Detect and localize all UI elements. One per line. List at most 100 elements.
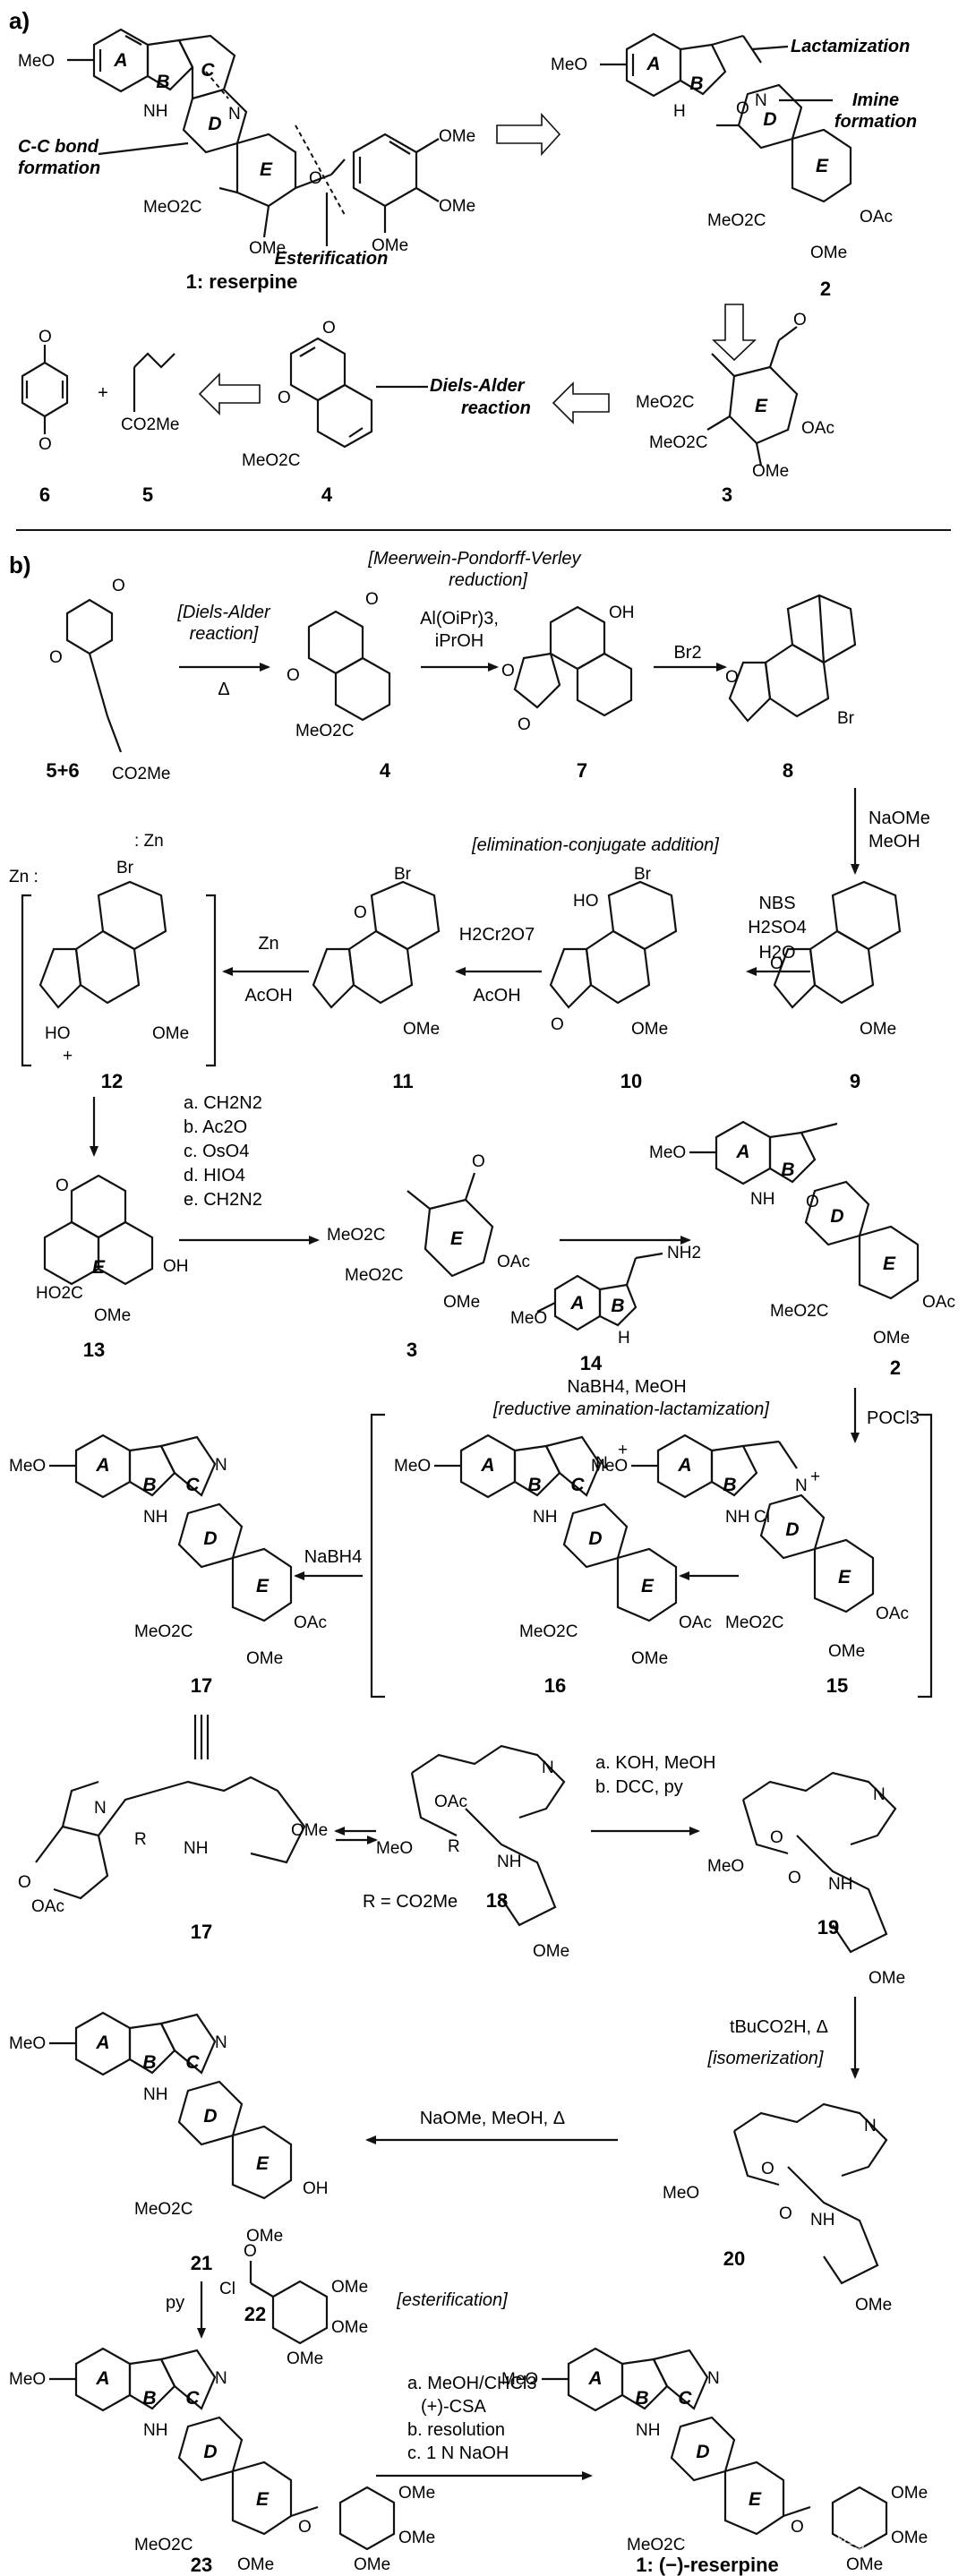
reagent-nbs-2: H2SO4 bbox=[748, 918, 807, 937]
atom-br-8: Br bbox=[837, 709, 855, 728]
compound-4-structure bbox=[289, 337, 373, 449]
atom-ho2c-13: HO2C bbox=[36, 1284, 83, 1303]
compound-10-structure bbox=[549, 880, 678, 1009]
reagent-py: py bbox=[166, 2293, 184, 2313]
reagent-final-c: c. 1 N NaOH bbox=[407, 2443, 509, 2463]
ring-c-17: C bbox=[185, 1475, 200, 1495]
atom-n-15: N bbox=[795, 1476, 808, 1495]
note-red-amin: [reductive amination-lactamization] bbox=[492, 1399, 769, 1419]
ring-d-2b: D bbox=[830, 1206, 843, 1227]
atom-ome-23c: OMe bbox=[354, 2555, 390, 2574]
compound-56: 5+6 bbox=[46, 759, 79, 782]
atom-ome-22c: OMe bbox=[287, 2349, 323, 2368]
compound-23-structure bbox=[49, 2347, 396, 2551]
compound-17b-structure bbox=[35, 1776, 306, 1900]
atom-o: O bbox=[309, 169, 322, 188]
plus-sign: + bbox=[98, 383, 108, 403]
atom-ome-19: OMe bbox=[869, 1969, 905, 1988]
atom-n-20: N bbox=[864, 2117, 877, 2135]
atom-r-17b: R bbox=[134, 1830, 147, 1849]
note-diels-alder-2: reaction] bbox=[190, 624, 259, 644]
hl-lactamization: Lactamization bbox=[791, 37, 910, 56]
atom-o2-19: O bbox=[788, 1869, 801, 1887]
retro-arrow-4 bbox=[198, 372, 261, 415]
compound-3: 3 bbox=[722, 484, 732, 506]
atom-oac-3b: OAc bbox=[497, 1253, 530, 1271]
atom-ome-final-c: OMe bbox=[846, 2555, 883, 2574]
compound-12-structure bbox=[21, 880, 217, 1067]
atom-ome-16: OMe bbox=[631, 1649, 668, 1668]
atom-ome-22b: OMe bbox=[331, 2318, 368, 2337]
compound-17-structure bbox=[49, 1433, 293, 1622]
atom-o-final: O bbox=[791, 2518, 804, 2537]
compound-9-structure bbox=[773, 880, 902, 1009]
atom-nh: NH bbox=[143, 102, 167, 121]
atom-nh-16: NH bbox=[533, 1508, 557, 1527]
ring-a-23: A bbox=[95, 2368, 109, 2389]
watermark: 知乎 @Phosphates bbox=[680, 2531, 865, 2555]
atom-n-16: N bbox=[595, 1454, 608, 1473]
final-reserpine-structure bbox=[542, 2347, 888, 2551]
atom-nh-17b: NH bbox=[184, 1839, 208, 1858]
compound-1: 1: reserpine bbox=[186, 270, 298, 293]
atom-o-2: O bbox=[736, 99, 749, 118]
atom-oac-17: OAc bbox=[294, 1613, 327, 1632]
atom-oac-17b: OAc bbox=[31, 1897, 64, 1916]
atom-o2-20: O bbox=[779, 2204, 792, 2223]
compound-23: 23 bbox=[191, 2554, 212, 2576]
reagent-alo-2: iPrOH bbox=[435, 631, 484, 651]
atom-ho-12: HO bbox=[45, 1024, 71, 1043]
atom-o-6: O bbox=[39, 328, 52, 347]
atom-o-13: O bbox=[518, 715, 531, 734]
note-esterification: [esterification] bbox=[396, 2290, 508, 2310]
reagent-zn-1: Zn bbox=[258, 934, 278, 954]
reagent-nabh4-meoh: NaBH4, MeOH bbox=[567, 1377, 686, 1397]
atom-h-14: H bbox=[618, 1329, 630, 1348]
atom-meo-2: MeO bbox=[551, 56, 587, 74]
atom-ome-17b: OMe bbox=[291, 1821, 328, 1840]
atom-meo2c-16: MeO2C bbox=[519, 1622, 578, 1641]
atom-meo-17: MeO bbox=[9, 1457, 46, 1476]
atom-o-14: O bbox=[725, 668, 739, 687]
ring-d: D bbox=[208, 114, 221, 134]
ring-b-16: B bbox=[527, 1475, 541, 1495]
compound-16: 16 bbox=[544, 1674, 566, 1697]
atom-ome-10: OMe bbox=[631, 1020, 668, 1039]
atom-meo2c-5: MeO2C bbox=[242, 451, 300, 470]
reagent-nabh4: NaBH4 bbox=[304, 1547, 362, 1567]
ring-e-3: E bbox=[755, 396, 768, 416]
atom-meo-20: MeO bbox=[663, 2184, 699, 2203]
atom-br-10: Br bbox=[634, 865, 652, 884]
ring-e-2: E bbox=[816, 156, 829, 176]
compound-2b-structure bbox=[689, 1120, 920, 1300]
compound-18: 18 bbox=[486, 1889, 508, 1912]
atom-ome-9: OMe bbox=[860, 1020, 896, 1039]
ring-e-final: E bbox=[749, 2489, 762, 2510]
reagent-zn-label: : Zn bbox=[134, 832, 164, 851]
ring-d-16: D bbox=[588, 1528, 602, 1549]
atom-ome-13: OMe bbox=[94, 1306, 131, 1325]
atom-meo2c-8: MeO2C bbox=[345, 1266, 403, 1285]
ring-d-15: D bbox=[785, 1519, 799, 1540]
atom-n-17: N bbox=[215, 1456, 227, 1475]
hl-cc-bond-2: formation bbox=[18, 158, 100, 178]
atom-meo2c-6: MeO2C bbox=[295, 722, 354, 740]
atom-o-7: O bbox=[39, 435, 52, 454]
atom-o-23: O bbox=[298, 2518, 312, 2537]
atom-ome-final-b: OMe bbox=[891, 2529, 928, 2547]
atom-h-2: H bbox=[673, 102, 686, 121]
compound-13: 13 bbox=[83, 1339, 105, 1361]
atom-n-2: N bbox=[755, 91, 767, 110]
compound-17b: 17 bbox=[191, 1921, 212, 1943]
atom-o-20: O bbox=[761, 2160, 774, 2178]
atom-ome-3b: OMe bbox=[443, 1293, 480, 1312]
reagent-nbs-1: NBS bbox=[758, 894, 795, 913]
bracket-right bbox=[918, 1413, 933, 1699]
reagent-nbs-3: H2O bbox=[758, 943, 795, 963]
atom-o-18: O bbox=[56, 1177, 69, 1195]
compound-22-structure bbox=[249, 2261, 329, 2345]
ring-d-final: D bbox=[696, 2442, 709, 2462]
ring-b-17: B bbox=[142, 1475, 156, 1495]
ring-e-21: E bbox=[256, 2153, 270, 2174]
